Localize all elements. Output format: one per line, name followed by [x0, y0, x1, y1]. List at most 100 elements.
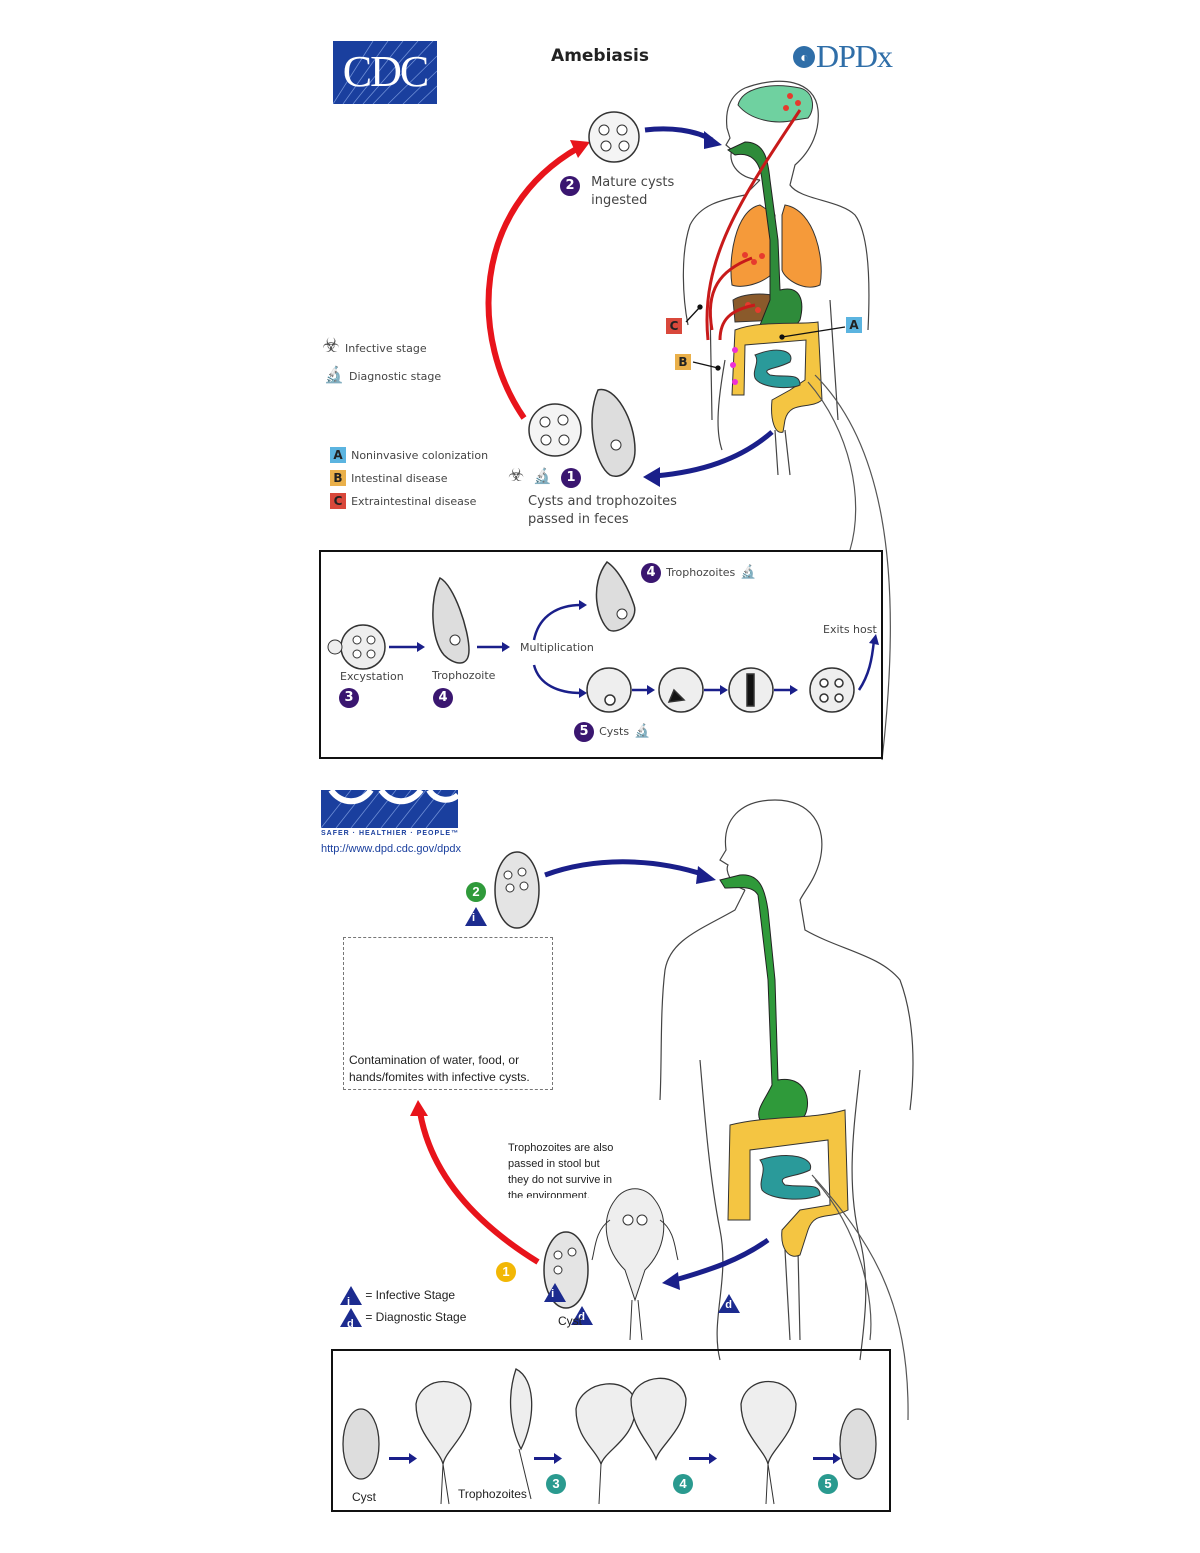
- inset-cysts-number: 5: [574, 722, 594, 742]
- inset-cysts-label: Cysts: [599, 725, 630, 738]
- cdc-logo-cropped: [320, 788, 461, 829]
- inset-trophozoite-1: [415, 1381, 472, 1465]
- inset-dividing-2: [630, 1377, 687, 1462]
- step1-text-line1: Cysts and trophozoites: [528, 494, 677, 509]
- dpdx-logo: ◐DPDx: [793, 38, 893, 75]
- stage-legend: ☣ Infective stage 🔬 Diagnostic stage: [322, 333, 441, 384]
- logo-rays: [333, 41, 437, 104]
- inset-trophozoite-side: [509, 1368, 533, 1451]
- biohazard-icon: ☣: [322, 333, 340, 357]
- dpdx-badge-icon: ◐: [793, 46, 815, 68]
- human-body-outline-2: [659, 799, 914, 1361]
- amebiasis-lifecycle-drawing: [485, 80, 891, 761]
- legend-key-b: B: [330, 470, 346, 486]
- infective-stage-icon: i: [465, 907, 487, 926]
- legend-infective-label-2: = Infective Stage: [365, 1288, 456, 1302]
- cdc-logo: CDC: [333, 41, 437, 104]
- cdc-tagline: SAFER · HEALTHIER · PEOPLE™: [321, 830, 460, 837]
- inset-excystation-label: Excystation: [340, 670, 404, 683]
- red-cycle-arrow: [485, 145, 580, 420]
- small-intestine: [753, 349, 801, 389]
- dpdx-logo-text: DPDx: [816, 38, 893, 74]
- inset-trophozoites-label: Trophozoites: [666, 566, 736, 579]
- brain-lesion: [783, 105, 789, 111]
- body-marker-c: C: [666, 318, 682, 334]
- inset-trophozoites-label-2: Trophozoites: [458, 1487, 527, 1501]
- inset-cyst-label: Cyst: [352, 1490, 376, 1504]
- esophagus-stomach: [727, 141, 803, 333]
- inset-trophozoite-2: [740, 1381, 797, 1465]
- legend-key-a: A: [330, 447, 346, 463]
- legend-key-c: C: [330, 493, 346, 509]
- outcome-legend: A Noninvasive colonization B Intestinal …: [330, 444, 488, 513]
- inset-trophozoites: [595, 560, 636, 632]
- brain-lesion: [795, 100, 801, 106]
- legend-diagnostic-label: Diagnostic stage: [349, 370, 442, 383]
- microscope-icon: 🔬: [634, 724, 651, 739]
- biohazard-icon: ☣: [508, 465, 525, 486]
- step2-text-line1: Mature cysts: [591, 175, 675, 190]
- note-line: Trophozoites are also: [508, 1142, 614, 1154]
- inset-trophozoites-callout: 4 Trophozoites 🔬: [641, 561, 757, 583]
- giardiasis-inset-box: [331, 1349, 891, 1512]
- note-line: they do not survive in: [508, 1174, 612, 1186]
- microscope-icon: 🔬: [740, 565, 757, 580]
- dissemination-arrows: [705, 109, 802, 341]
- inset-trophozoite-number: 4: [433, 688, 453, 708]
- legend-infective-label: Infective stage: [345, 342, 427, 355]
- step1-trophozoite-drawing: [591, 388, 636, 477]
- excysting-cyst: [327, 624, 386, 670]
- microscope-icon: 🔬: [324, 365, 344, 384]
- infective-stage-icon: i: [544, 1283, 567, 1302]
- giardia-trophozoite-step1: [591, 1188, 679, 1341]
- colon-2: [727, 1109, 849, 1257]
- step2-text-line2: ingested: [591, 193, 648, 208]
- step1-icons: ☣ 🔬 1: [508, 465, 582, 488]
- brain: [737, 85, 813, 123]
- legend-a-label: Noninvasive colonization: [351, 449, 489, 462]
- blue-ingest-arrow-2: [544, 859, 706, 878]
- colon: [731, 321, 823, 433]
- small-intestine-2: [759, 1154, 821, 1200]
- giardia-cyst-step2: [494, 851, 540, 929]
- step1-text-line2: passed in feces: [528, 512, 629, 527]
- giardia-step2-number: 2: [466, 882, 486, 902]
- inset-cysts-callout: 5 Cysts 🔬: [574, 720, 650, 742]
- legend-c-label: Extraintestinal disease: [351, 495, 477, 508]
- step1-number-badge: 1: [561, 468, 582, 488]
- inset-trophozoites-number: 4: [641, 563, 661, 583]
- inset-exits-host-label: Exits host: [823, 623, 877, 636]
- dpdx-url-link[interactable]: http://www.dpd.cdc.gov/dpdx: [321, 843, 462, 855]
- inset-trophozoite: [432, 576, 470, 664]
- giardiasis-inset-drawing: [342, 1368, 877, 1505]
- body-marker-a: A: [846, 317, 862, 333]
- mature-cyst-drawing: [588, 111, 640, 163]
- contamination-text-line1: Contamination of water, food, or: [349, 1053, 520, 1067]
- inset-excystation-number: 3: [339, 688, 359, 708]
- giardia-stage-legend: i = Infective Stage d = Diagnostic Stage: [340, 1284, 467, 1330]
- step2-label: 2 Mature cysts ingested: [560, 174, 674, 210]
- brain-lesion: [787, 93, 793, 99]
- red-cycle-arrow-2: [417, 1111, 540, 1265]
- note-line: the environment.: [508, 1190, 590, 1198]
- contamination-text: Contamination of water, food, or hands/f…: [349, 1052, 530, 1086]
- step1-label: Cysts and trophozoites passed in feces: [528, 493, 677, 529]
- giardia-cyst-label: Cyst: [558, 1314, 582, 1328]
- blue-ingest-arrow: [644, 126, 714, 143]
- note-line: passed in stool but: [508, 1158, 600, 1170]
- legend-diagnostic-label-2: = Diagnostic Stage: [365, 1310, 467, 1324]
- amebiasis-inset-box: [319, 550, 883, 759]
- inset-trophozoite-label: Trophozoite: [432, 669, 496, 682]
- step2-number-badge: 2: [560, 176, 580, 196]
- giardia-step1-number: 1: [496, 1262, 516, 1282]
- body-marker-b: B: [675, 354, 691, 370]
- amebiasis-inset-drawing: [327, 560, 879, 713]
- inset-number-3: 3: [546, 1474, 566, 1494]
- contamination-text-line2: hands/fomites with infective cysts.: [349, 1070, 530, 1084]
- infective-stage-icon: i: [340, 1286, 362, 1308]
- cdc-logo-text: CDC: [342, 47, 429, 96]
- blue-excretion-arrow: [654, 430, 774, 479]
- diagnostic-stage-icon: d: [718, 1294, 741, 1313]
- lung-right: [781, 204, 822, 288]
- inset-dividing-1: [575, 1383, 637, 1467]
